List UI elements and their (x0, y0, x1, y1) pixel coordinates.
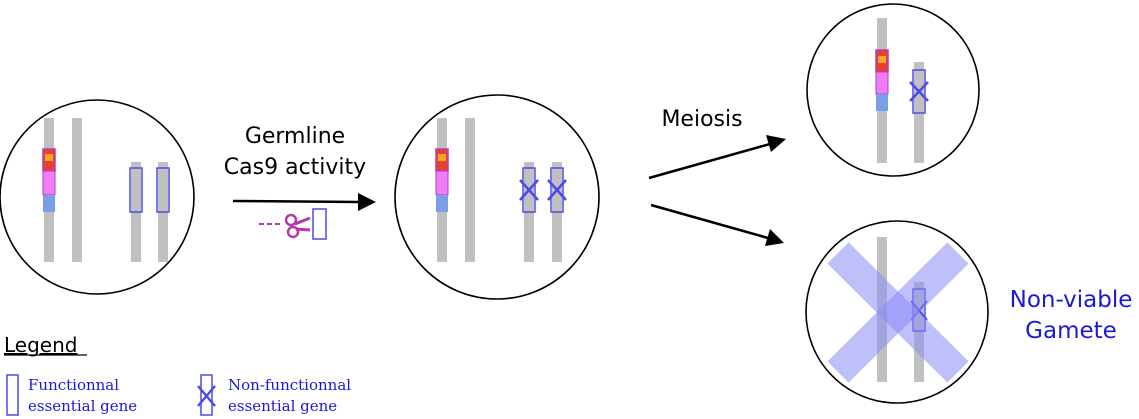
cell-after-cas9-membrane (394, 94, 600, 300)
germline-label: Germline (245, 124, 345, 149)
nonviable-gamete: Non-viable Gamete (805, 220, 1133, 404)
functional-gene (129, 167, 143, 213)
cell-after-cas9 (394, 94, 600, 300)
legend-functional-label-line2: essential gene (28, 397, 137, 415)
cross-icon (519, 179, 539, 201)
nonfunctional-gene (909, 69, 929, 114)
cross-icon (547, 179, 567, 201)
cell-initial-membrane (0, 99, 195, 295)
meiosis-label: Meiosis (661, 107, 742, 132)
legend-functional-gene-icon (6, 374, 19, 416)
nonfunctional-gene (519, 167, 539, 213)
legend-nonfunctional-label-line1: Non-functionnal (228, 376, 351, 394)
nonviable-gamete-membrane (805, 220, 989, 404)
viable-gamete-membrane (806, 3, 980, 177)
functional-gene (156, 167, 170, 213)
cell-initial (0, 99, 195, 295)
cross-icon (909, 81, 929, 102)
legend-nonfunctional-gene-icon (197, 374, 216, 416)
nonviable-label-line2: Gamete (1025, 318, 1117, 344)
legend-nonfunctional-label-line2: essential gene (228, 397, 337, 415)
nonfunctional-gene (547, 167, 567, 213)
nonviable-cross-overlay-icon (827, 242, 969, 383)
germline-cas9-arrow: Germline Cas9 activity (224, 124, 376, 240)
gene-drive-cassette (435, 148, 449, 212)
legend-title: Legend (4, 333, 77, 357)
scissors-icon (259, 213, 311, 239)
legend: Legend Functionnal essential gene Non-fu… (4, 333, 351, 416)
gene-drive-cassette (42, 148, 56, 212)
target-gene-icon (312, 208, 327, 240)
nonviable-label-line1: Non-viable (1010, 287, 1133, 313)
meiosis-arrows: Meiosis (648, 107, 786, 246)
chromosome (72, 118, 82, 262)
cas9-activity-label: Cas9 activity (224, 155, 366, 180)
viable-gamete (806, 3, 980, 177)
chromosome (465, 118, 475, 262)
cross-icon (197, 385, 216, 407)
gene-drive-cassette (875, 49, 889, 111)
legend-functional-label-line1: Functionnal (28, 376, 119, 394)
